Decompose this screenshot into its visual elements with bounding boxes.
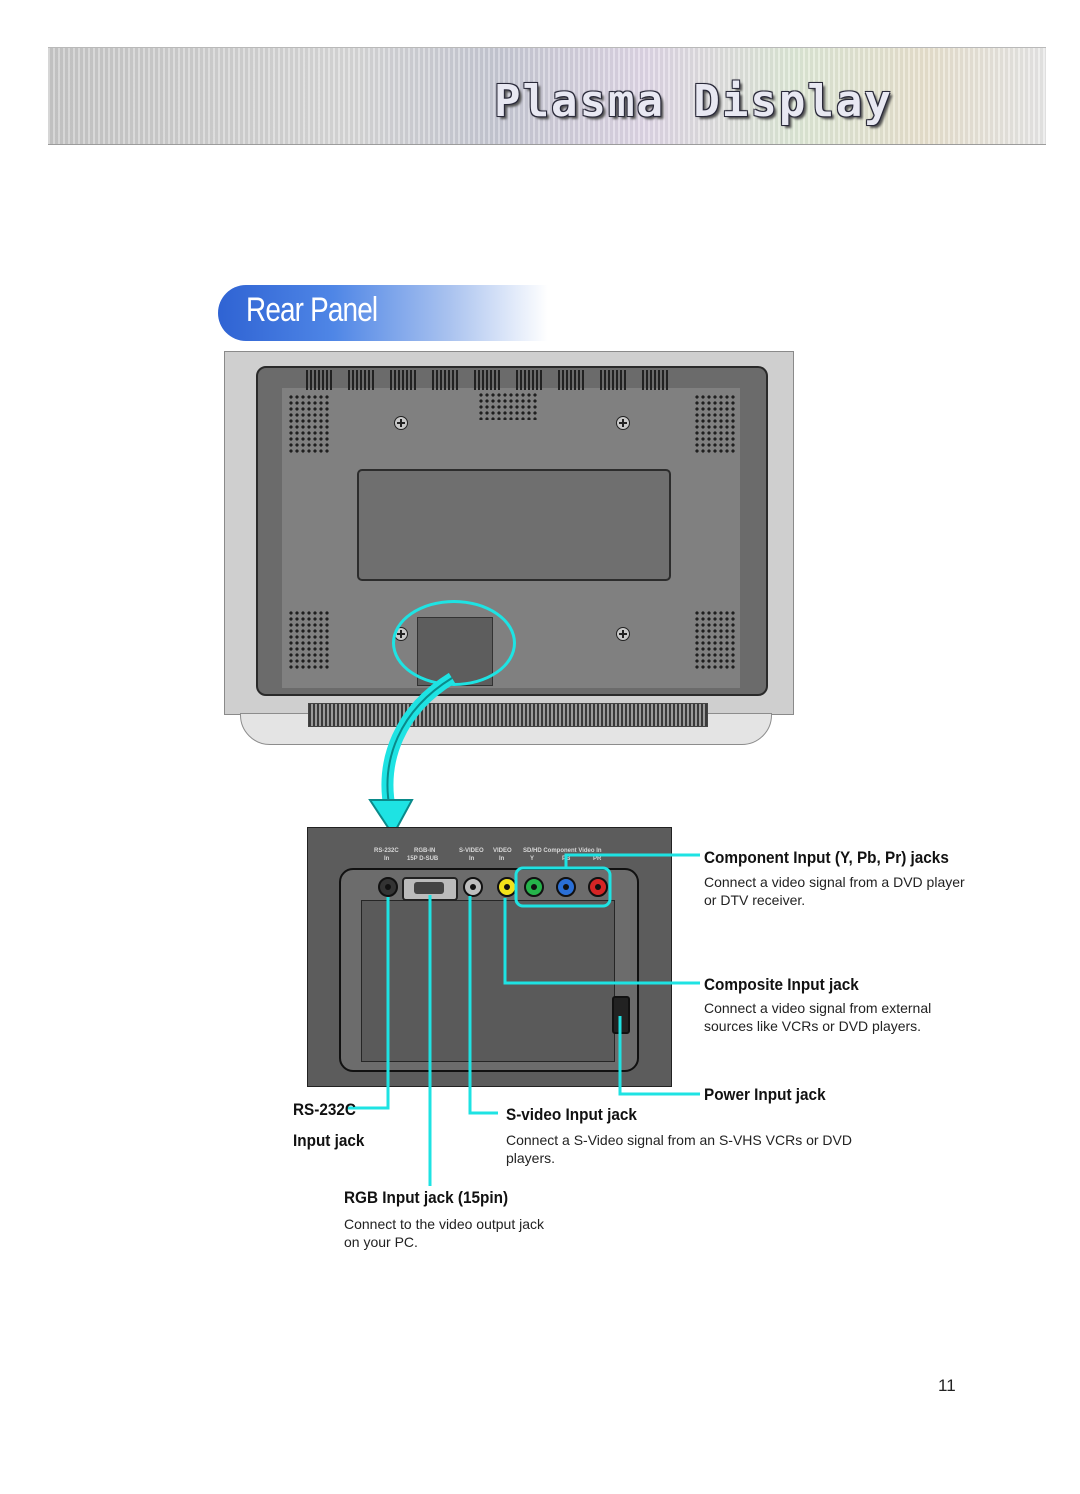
- screw-icon: [394, 416, 408, 430]
- panel-label-rs232c: RS-232C: [374, 848, 399, 854]
- tv-top-vents: [306, 370, 676, 392]
- rgb-input-desc: Connect to the video output jack on your…: [344, 1216, 545, 1250]
- panel-label-svideo-in: In: [469, 856, 475, 862]
- screw-icon: [616, 627, 630, 641]
- speaker-grille-top-right: [694, 394, 736, 454]
- svideo-input-title: S-video Input jack: [506, 1105, 637, 1124]
- composite-input-title: Composite Input jack: [704, 975, 859, 994]
- component-pb-jack: [556, 877, 576, 897]
- composite-input-desc: Connect a video signal from external sou…: [704, 1000, 932, 1034]
- zoom-arrow-icon: [368, 672, 456, 837]
- rs232c-title: RS-232C: [293, 1100, 356, 1119]
- panel-label-y: Y: [530, 856, 535, 862]
- tv-bottom-grille: [308, 703, 708, 727]
- section-title-pill: Rear Panel: [218, 285, 548, 341]
- speaker-grille-top-center: [478, 392, 538, 420]
- section-title: Rear Panel: [246, 291, 378, 329]
- banner-title: Plasma Display: [494, 76, 893, 127]
- jack-panel-recess: [361, 900, 615, 1062]
- svideo-input-desc: Connect a S-Video signal from an S-VHS V…: [506, 1132, 852, 1166]
- tv-mount-recess: [357, 469, 671, 581]
- panel-label-pr: PR: [593, 856, 602, 862]
- component-input-title: Component Input (Y, Pb, Pr) jacks: [704, 848, 949, 867]
- panel-label-video-in: In: [499, 856, 505, 862]
- panel-label-rgb-in: RGB-IN: [414, 848, 436, 854]
- component-input-desc: Connect a video signal from a DVD player…: [704, 874, 965, 908]
- rgb-input-title: RGB Input jack (15pin): [344, 1188, 509, 1207]
- component-y-jack: [524, 877, 544, 897]
- banner-pattern: [48, 48, 1046, 144]
- header-banner: Plasma Display: [48, 47, 1046, 145]
- page-number: 11: [938, 1376, 956, 1395]
- speaker-grille-top-left: [288, 394, 330, 454]
- rs232c-subtitle: Input jack: [293, 1131, 365, 1150]
- panel-label-component: SD/HD Component Video In: [523, 848, 602, 854]
- speaker-grille-bottom-left: [288, 610, 330, 670]
- speaker-grille-bottom-right: [694, 610, 736, 670]
- zoom-highlight-circle: [392, 600, 516, 686]
- panel-label-dsub: 15P D-SUB: [407, 856, 439, 862]
- power-input-title: Power Input jack: [704, 1085, 826, 1104]
- screw-icon: [616, 416, 630, 430]
- svideo-jack: [463, 877, 483, 897]
- panel-label-video: VIDEO: [493, 848, 512, 854]
- panel-label-in: In: [384, 856, 390, 862]
- component-pr-jack: [588, 877, 608, 897]
- rs232c-jack: [378, 877, 398, 897]
- panel-label-svideo: S-VIDEO: [459, 848, 484, 854]
